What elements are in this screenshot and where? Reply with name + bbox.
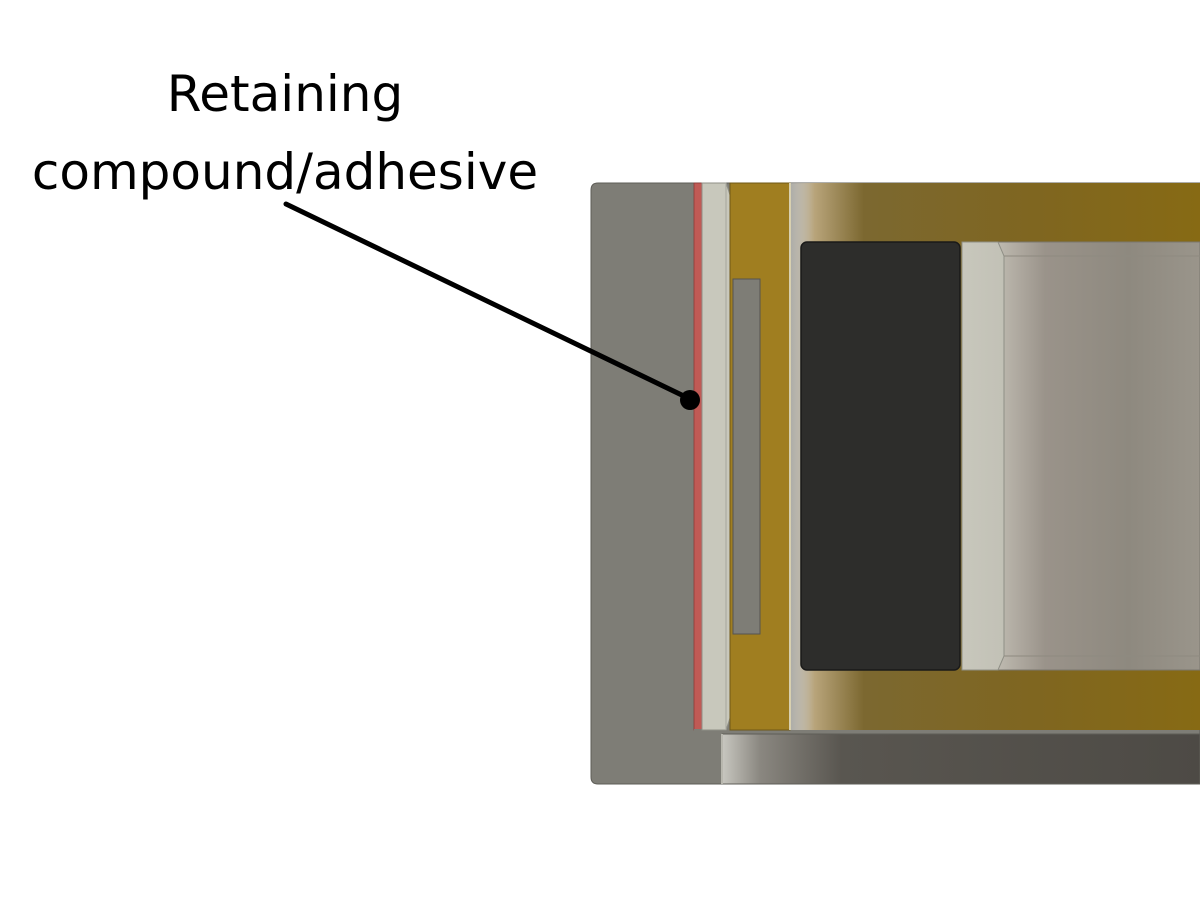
adhesive-layer xyxy=(693,182,703,731)
callout-leader-line xyxy=(283,201,693,402)
callout-label-line-2: compound/adhesive xyxy=(31,143,539,201)
inner-race-part xyxy=(961,241,1005,671)
brass-slot xyxy=(732,278,761,635)
callout-label: Retaining compound/adhesive xyxy=(0,55,570,211)
callout-leader-dot xyxy=(680,390,700,410)
base-shoulder-part xyxy=(721,733,1200,785)
housing-lip xyxy=(694,729,722,734)
seal-block xyxy=(800,241,961,671)
callout-label-line-1: Retaining xyxy=(166,65,404,123)
